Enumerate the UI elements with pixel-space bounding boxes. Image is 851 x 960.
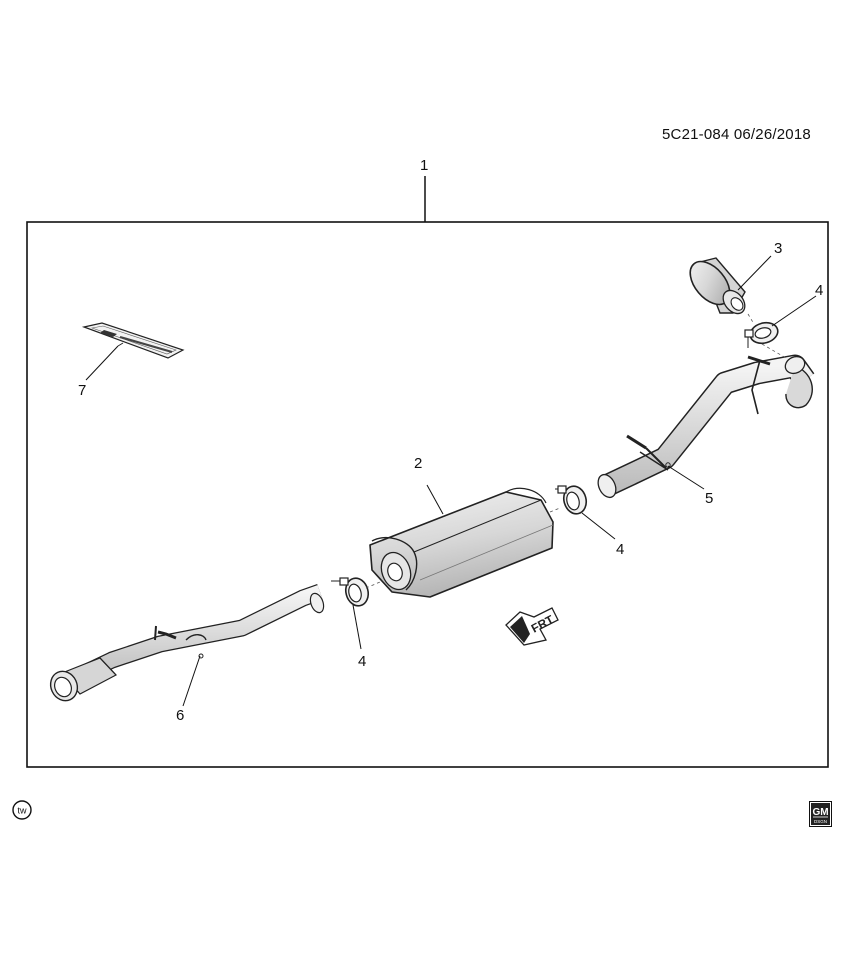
tw-badge-icon: tw bbox=[12, 800, 32, 820]
diagram-frame bbox=[26, 221, 829, 768]
clamp-b bbox=[549, 485, 616, 540]
clamp-c bbox=[744, 295, 817, 359]
gm-logo-icon: GM DSGN bbox=[809, 801, 832, 827]
gm-logo-text: GM bbox=[812, 807, 828, 818]
callout-4-left: 4 bbox=[358, 653, 366, 670]
front-exhaust-pipe bbox=[49, 583, 325, 707]
callout-4-right: 4 bbox=[616, 541, 624, 558]
callout-4-top: 4 bbox=[815, 282, 823, 299]
callout-6: 6 bbox=[176, 707, 184, 724]
callout-7: 7 bbox=[78, 382, 86, 399]
exhaust-tip bbox=[689, 255, 772, 325]
tailpipe bbox=[597, 354, 815, 499]
muffler bbox=[369, 484, 554, 598]
callout-1: 1 bbox=[420, 157, 428, 174]
callout-3: 3 bbox=[774, 240, 782, 257]
diagram-reference-code: 5C21-084 06/26/2018 bbox=[662, 126, 811, 143]
clamp-a bbox=[331, 577, 381, 650]
svg-text:tw: tw bbox=[18, 806, 28, 816]
callout-5: 5 bbox=[705, 490, 713, 507]
callout-2: 2 bbox=[414, 455, 422, 472]
front-direction-arrow-icon: FRT bbox=[505, 607, 559, 646]
label-plate bbox=[81, 322, 185, 381]
gm-logo-subtext: DSGN bbox=[814, 819, 827, 824]
